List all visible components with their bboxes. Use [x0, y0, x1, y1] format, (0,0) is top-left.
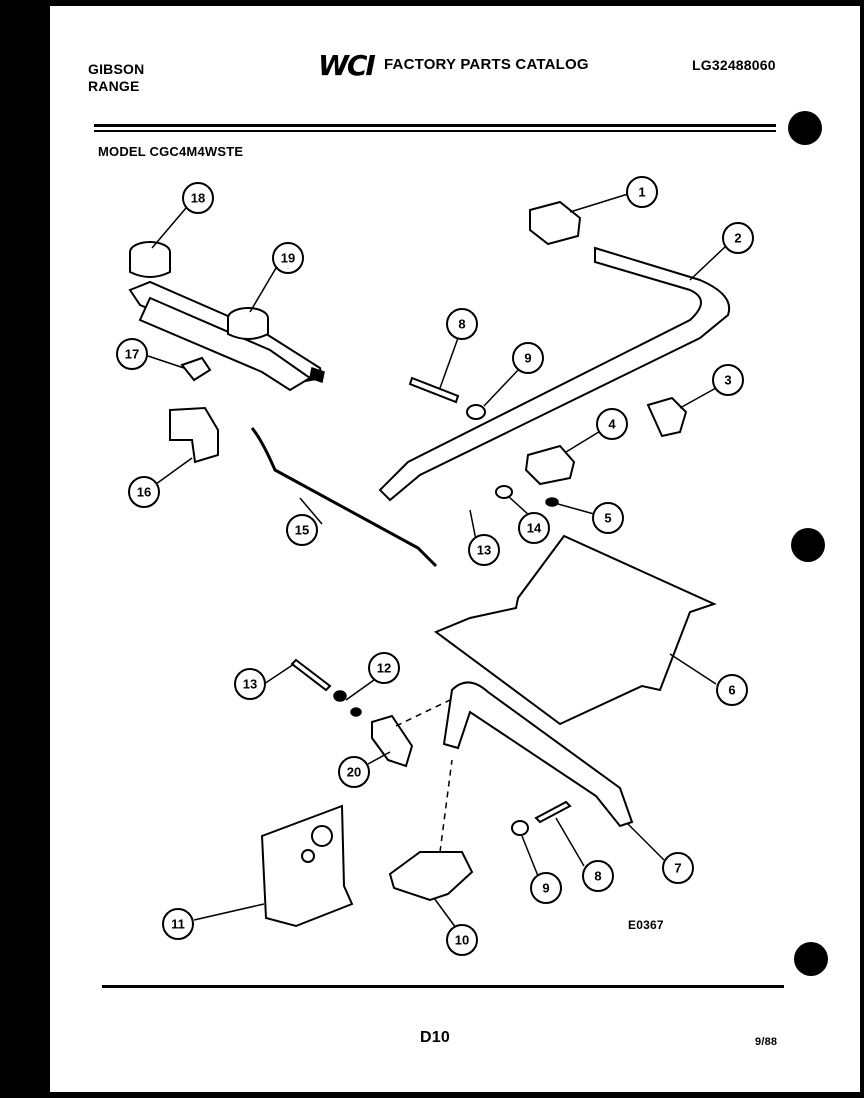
- callout-8-upper: 8: [446, 308, 478, 340]
- brand-name: GIBSON: [88, 61, 145, 77]
- svg-text:5: 5: [604, 511, 611, 526]
- svg-text:13: 13: [477, 543, 491, 558]
- catalog-number: LG32488060: [692, 57, 776, 73]
- callout-13-upper: 13: [468, 534, 500, 566]
- rod-8-lower: [534, 800, 572, 824]
- burner-assembly: [128, 241, 325, 392]
- svg-text:11: 11: [171, 917, 185, 932]
- callout-15: 15: [286, 514, 318, 546]
- dashed-connector-20: [395, 699, 451, 727]
- shield-panel-6: [433, 534, 717, 726]
- callout-1: 1: [626, 176, 658, 208]
- callout-14: 14: [518, 512, 550, 544]
- svg-text:8: 8: [594, 869, 601, 884]
- page-id: D10: [420, 1029, 450, 1046]
- callout-20: 20: [338, 756, 370, 788]
- svg-text:9: 9: [542, 881, 549, 896]
- catalog-title: FACTORY PARTS CATALOG: [384, 56, 589, 73]
- callout-9-lower: 9: [530, 872, 562, 904]
- callout-7: 7: [662, 852, 694, 884]
- callout-11: 11: [162, 908, 194, 940]
- svg-text:12: 12: [377, 661, 391, 676]
- bracket-16: [169, 406, 219, 464]
- callout-3: 3: [712, 364, 744, 396]
- svg-text:2: 2: [734, 231, 741, 246]
- clip-17: [180, 356, 212, 382]
- svg-text:4: 4: [608, 417, 616, 432]
- rod-8-upper: [408, 376, 460, 404]
- header-rule-thick: [94, 124, 776, 127]
- nut-9-lower: [511, 820, 529, 836]
- part-3: [646, 396, 688, 438]
- svg-text:6: 6: [728, 683, 735, 698]
- svg-text:8: 8: [458, 317, 465, 332]
- svg-text:13: 13: [243, 677, 257, 692]
- svg-text:19: 19: [281, 251, 295, 266]
- callout-2: 2: [722, 222, 754, 254]
- callout-19: 19: [272, 242, 304, 274]
- nut-12: [333, 690, 347, 702]
- svg-text:10: 10: [455, 933, 469, 948]
- callout-5: 5: [592, 502, 624, 534]
- callout-18: 18: [182, 182, 214, 214]
- bracket-7: [442, 681, 634, 828]
- valve-4: [524, 444, 576, 486]
- callout-6: 6: [716, 674, 748, 706]
- wci-logo-text: WCI: [318, 50, 375, 78]
- svg-text:15: 15: [295, 523, 309, 538]
- svg-text:9: 9: [524, 351, 531, 366]
- plate-hole-small: [301, 849, 315, 863]
- callout-16: 16: [128, 476, 160, 508]
- print-date: 9/88: [755, 1036, 778, 1048]
- svg-text:16: 16: [137, 485, 151, 500]
- part-20: [371, 714, 414, 768]
- svg-text:7: 7: [674, 861, 681, 876]
- part-5: [545, 497, 559, 507]
- callout-8-lower: 8: [582, 860, 614, 892]
- manifold-pipe-2: [378, 246, 731, 502]
- binder-hole-middle: [791, 528, 825, 562]
- rod-13-lower: [290, 658, 332, 692]
- binder-hole-top: [788, 111, 822, 145]
- footer-rule: [102, 985, 784, 988]
- callout-17: 17: [116, 338, 148, 370]
- header-rule-thin: [94, 130, 776, 132]
- svg-text:17: 17: [125, 347, 139, 362]
- callout-10: 10: [446, 924, 478, 956]
- part-14: [495, 485, 513, 499]
- product-type: RANGE: [88, 78, 140, 94]
- dashed-connector-10: [439, 759, 453, 853]
- callout-9-upper: 9: [512, 342, 544, 374]
- wci-logo: WCI: [318, 50, 377, 78]
- svg-text:14: 14: [527, 521, 542, 536]
- mounting-plate-11: [260, 804, 354, 928]
- svg-text:20: 20: [347, 765, 361, 780]
- valve-1: [529, 200, 582, 246]
- valve-10: [388, 851, 474, 902]
- callout-12: 12: [368, 652, 400, 684]
- svg-text:3: 3: [724, 373, 731, 388]
- binder-hole-bottom: [794, 942, 828, 976]
- leader-lines: [147, 193, 727, 929]
- callout-4: 4: [596, 408, 628, 440]
- model-label: MODEL CGC4M4WSTE: [98, 144, 244, 159]
- flex-tube-15: [250, 427, 438, 568]
- plate-hole-large: [311, 825, 333, 847]
- callout-13-lower: 13: [234, 668, 266, 700]
- washer-12: [350, 707, 362, 717]
- svg-text:1: 1: [638, 185, 645, 200]
- nut-9-upper: [466, 404, 486, 420]
- diagram-code: E0367: [628, 918, 664, 932]
- svg-text:18: 18: [191, 191, 205, 206]
